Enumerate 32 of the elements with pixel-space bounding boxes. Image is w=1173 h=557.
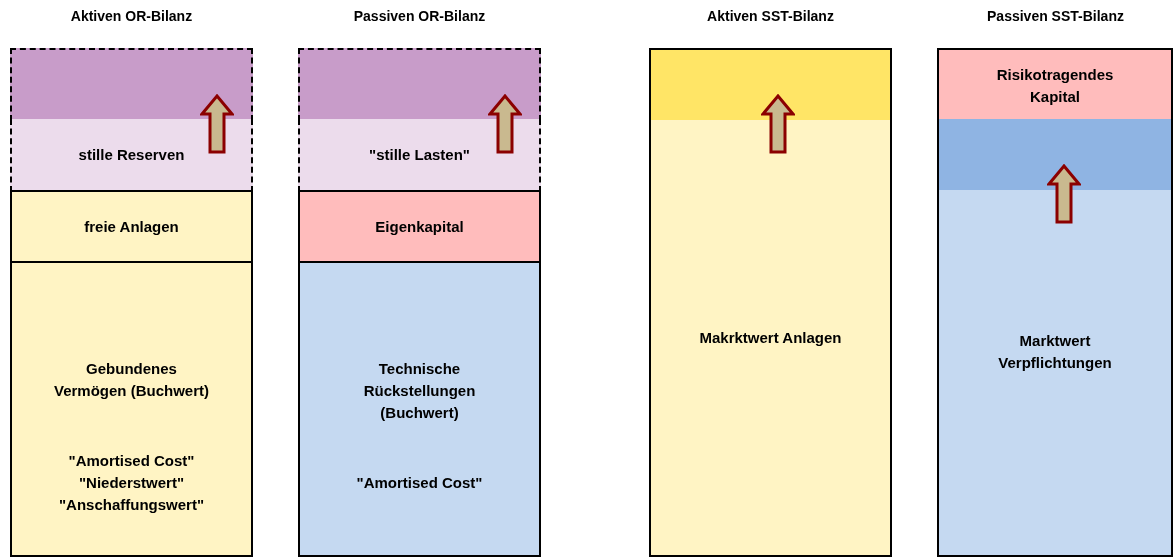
band-text: Technische Rückstellungen (Buchwert): [362, 359, 477, 423]
column-heading: Aktiven OR-Bilanz: [69, 8, 194, 24]
band-text: freie Anlagen: [83, 216, 180, 237]
block-arrow: [1047, 164, 1081, 224]
balance-band: [298, 261, 541, 557]
balance-band: [298, 119, 541, 192]
balance-band: [937, 48, 1173, 121]
band-text: stille Reserven: [77, 144, 186, 165]
balance-band: [10, 190, 253, 263]
balance-band: [937, 190, 1173, 557]
band-text: Makrktwert Anlagen: [698, 327, 843, 348]
band-text: "stille Lasten": [368, 144, 471, 165]
band-text: Eigenkapital: [374, 216, 465, 237]
balance-band: [649, 120, 892, 557]
balance-band: [298, 190, 541, 263]
band-text: "Amortised Cost": [355, 473, 484, 493]
balance-band: [649, 48, 892, 122]
balance-band: [10, 48, 253, 121]
band-text: Marktwert Verpflichtungen: [997, 331, 1113, 373]
balance-band: [937, 119, 1173, 192]
band-text: "Amortised Cost" "Niederstwert" "Anschaffungswert": [57, 451, 206, 515]
column-heading: Passiven SST-Bilanz: [986, 8, 1125, 24]
balance-band: [10, 119, 253, 192]
column-heading: Passiven OR-Bilanz: [352, 8, 487, 24]
block-arrow: [488, 94, 522, 154]
column-heading: Aktiven SST-Bilanz: [706, 8, 835, 24]
balance-band: [10, 261, 253, 557]
band-text: Gebundenes Vermögen (Buchwert): [53, 359, 210, 401]
band-text: Risikotragendes Kapital: [995, 64, 1115, 107]
block-arrow: [761, 94, 795, 154]
block-arrow: [200, 94, 234, 154]
balance-band: [298, 48, 541, 121]
